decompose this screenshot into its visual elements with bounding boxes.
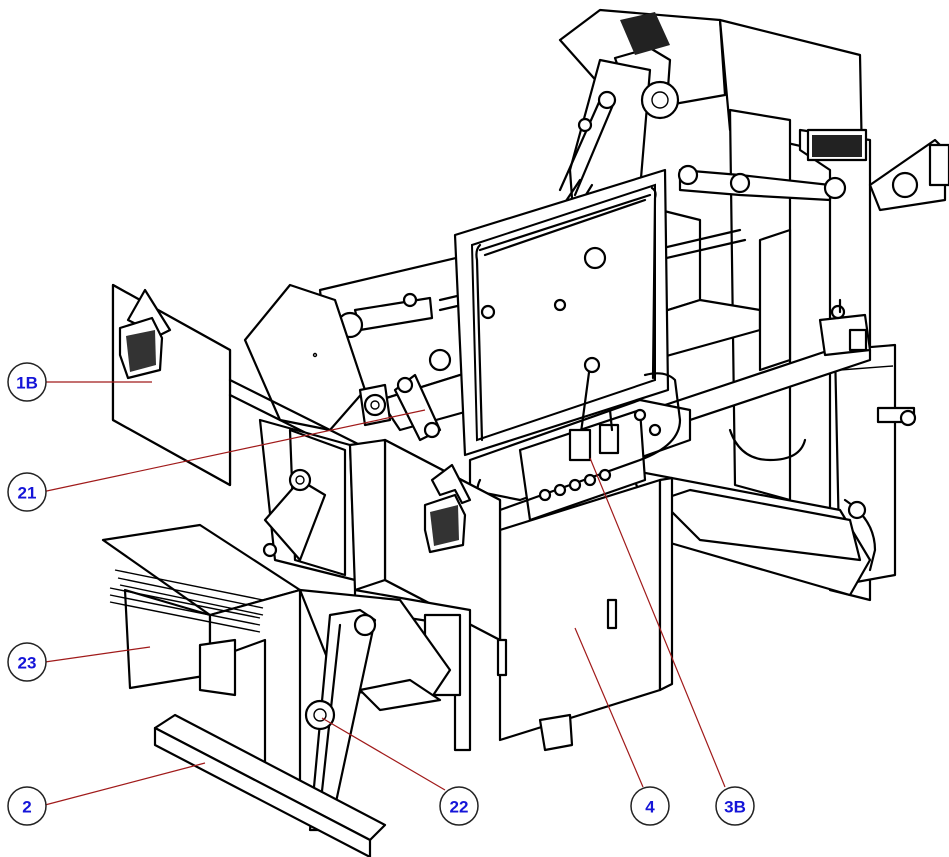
lower-cabinet: [498, 476, 674, 752]
callout-leaders: [41, 381, 726, 806]
callout-label: 2: [22, 798, 31, 817]
callout-23: 23: [7, 642, 47, 682]
leader-23: [44, 646, 151, 663]
callout-21: 21: [7, 472, 47, 512]
callout-label: 23: [18, 654, 37, 673]
leader-21: [41, 409, 426, 493]
arm-bracket: [358, 373, 442, 442]
callout-22: 22: [439, 786, 479, 826]
upright-frame: [453, 168, 670, 457]
callout-1b: 1B: [7, 362, 47, 402]
leader-3b: [589, 457, 726, 788]
warning-panel-right: [383, 438, 508, 677]
leader-4: [574, 627, 644, 788]
leader-22: [321, 717, 446, 791]
callout-label: 21: [18, 484, 37, 503]
left-side-plates: [258, 418, 472, 752]
base-stand: [153, 713, 387, 857]
callout-label: 1B: [16, 374, 38, 393]
warning-panel-left: [111, 283, 392, 487]
callout-3b: 3B: [715, 786, 755, 826]
callout-2: 2: [7, 786, 47, 826]
callout-label: 22: [450, 798, 469, 817]
callout-4: 4: [630, 786, 670, 826]
foot-step: [101, 523, 302, 792]
callout-label: 3B: [724, 798, 746, 817]
leader-2: [44, 762, 206, 806]
control-valve-block: [468, 356, 692, 522]
callout-label: 4: [645, 798, 655, 817]
step-grating: [109, 569, 264, 633]
